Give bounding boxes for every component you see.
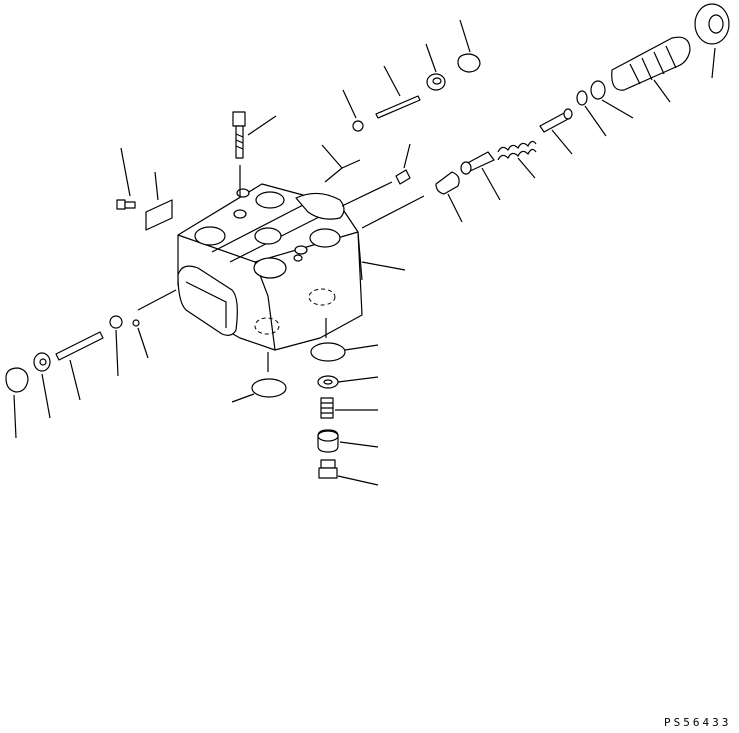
plug-left (5, 367, 29, 393)
leader-zigzag (321, 144, 343, 183)
leader-thread-plug-body (341, 181, 393, 207)
small-screw-head (116, 199, 126, 210)
top-port-2 (254, 227, 282, 245)
plug-bottom-base (318, 467, 338, 479)
leader-poppet (481, 167, 501, 201)
valve-body-right-edge (357, 231, 363, 281)
pin-top (375, 95, 421, 119)
spring-top (497, 140, 537, 153)
small-port-1 (294, 245, 308, 255)
spool-grooves (629, 45, 677, 85)
bottom-parts (231, 318, 379, 486)
leader-pin-top (383, 65, 401, 97)
leader-collar-left (115, 329, 119, 377)
leader-small-ball-left (137, 327, 149, 359)
cap-nut-hole (708, 14, 724, 34)
o-ring-bottom-left (251, 378, 287, 398)
thread-plug (395, 169, 411, 185)
poppet-head (460, 161, 472, 175)
small-port-3 (233, 209, 247, 219)
name-plate (145, 199, 173, 231)
top-port-5 (255, 191, 285, 209)
rear-boss (295, 192, 345, 220)
leader-spool (653, 79, 671, 103)
collar-top-hole (432, 77, 442, 85)
washer-bottom-hole (323, 379, 333, 385)
leader-plug-bottom (337, 475, 379, 486)
washer-left-hole (39, 358, 47, 366)
leader-small-ball-top (342, 89, 357, 119)
small-port-4 (236, 188, 250, 198)
top-left-parts (116, 111, 277, 231)
drawing-code: PS56433 (664, 716, 732, 729)
collar-bottom-top (317, 430, 339, 442)
leader-washer-bottom (337, 376, 379, 383)
leader-side-cover (137, 289, 177, 311)
leader-cap-nut (711, 47, 716, 79)
o-ring-2 (576, 90, 588, 106)
leader-plug-top (459, 19, 471, 53)
leader-o-ring-bottom-right (344, 344, 379, 351)
leader-spring (517, 157, 536, 179)
leader-cone-body (361, 195, 425, 229)
small-ball-left (132, 319, 140, 327)
small-port-2 (293, 254, 303, 262)
spool-assembly (321, 3, 730, 271)
cone-seat (435, 171, 460, 195)
leader-body (361, 261, 406, 271)
leader-o-ring-bottom-left (231, 393, 255, 403)
side-cover (177, 265, 238, 336)
leader-thread-plug (403, 143, 411, 169)
leader-stem (551, 129, 573, 155)
stem-head (563, 108, 573, 120)
leader-collar-bottom (339, 441, 379, 448)
top-port-4 (309, 228, 341, 248)
leader-cone-seat (447, 193, 463, 223)
leader-small-screw (120, 147, 131, 197)
leader-bolt (247, 115, 277, 136)
side-cover-inner (185, 281, 227, 328)
pin-left (55, 331, 104, 361)
small-screw-shank (124, 201, 136, 209)
hidden-port-2 (254, 317, 280, 335)
hidden-port-1 (308, 288, 336, 306)
spring-bottom-coils (321, 402, 333, 414)
leader-collar-top (425, 43, 437, 73)
o-ring-bottom-right (310, 342, 346, 362)
spool-body (611, 36, 691, 91)
top-port-3 (253, 257, 287, 279)
leader-o-ring-2 (584, 105, 607, 137)
valve-body (177, 183, 363, 351)
collar-left (109, 315, 123, 329)
leader-o-ring-1 (601, 99, 634, 119)
o-ring-1 (590, 80, 606, 100)
leader-zigzag-2 (341, 159, 361, 169)
leader-pin-left (69, 359, 81, 401)
plug-top (457, 53, 481, 73)
small-ball-top (352, 120, 364, 132)
bolt-thread (235, 133, 244, 150)
plug-bottom-head (320, 459, 336, 469)
left-parts (5, 289, 177, 439)
leader-plug-left (13, 394, 17, 439)
leader-washer-left (41, 373, 51, 419)
spring-top-2 (497, 148, 537, 161)
bolt-head (232, 111, 246, 127)
leader-name-plate (154, 171, 159, 201)
top-port-1 (194, 226, 226, 246)
